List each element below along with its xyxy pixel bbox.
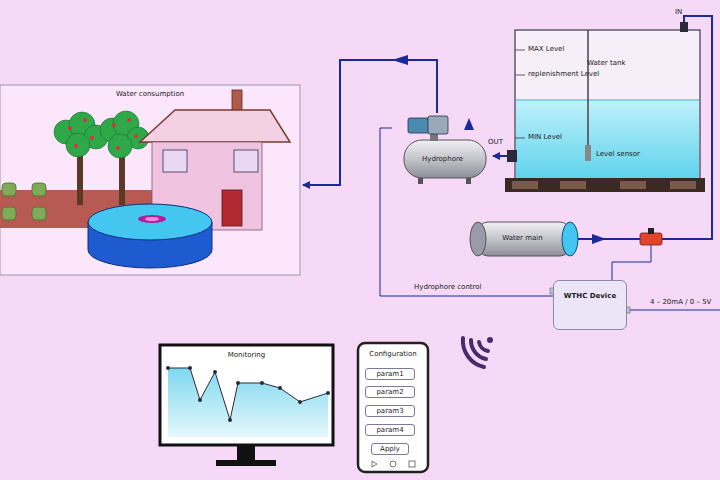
inlet-fitting — [680, 22, 688, 32]
signal-label: 4 – 20mA / 0 – 5V — [650, 298, 711, 306]
pool — [88, 204, 212, 268]
level-label: MAX Level — [528, 45, 564, 53]
chart-line — [168, 368, 328, 420]
pallet — [505, 178, 705, 192]
node-text: Water tank — [587, 59, 625, 67]
outlet-label: OUT — [488, 138, 503, 146]
node-text: WTHC Device — [554, 281, 626, 300]
param-button: param1 — [365, 368, 415, 380]
param-button: param4 — [365, 424, 415, 436]
valve — [640, 233, 662, 245]
trees — [54, 111, 149, 205]
tank-body — [515, 30, 700, 180]
node-text: Configuration — [355, 343, 431, 358]
node-text: param3 — [366, 406, 414, 415]
node-text: param1 — [366, 369, 414, 378]
pallet-blocks — [512, 181, 696, 189]
node-text: Water consumption — [0, 85, 303, 98]
phone: Configuration param1 param2 param3 param4App… — [355, 343, 431, 472]
device-box: WTHC Device — [553, 280, 627, 330]
monitor-base — [216, 460, 276, 466]
wifi-symbol — [463, 337, 493, 367]
chart-dots — [166, 366, 330, 422]
param-button: param3 — [365, 405, 415, 417]
node-text: param2 — [366, 387, 414, 396]
outlet-fitting — [507, 150, 517, 162]
phone-nav — [372, 461, 415, 467]
monitor: Monitoring — [157, 345, 336, 445]
valve-wire — [612, 245, 651, 280]
sensor-label: Level sensor — [596, 150, 640, 158]
level-label: MIN Level — [528, 133, 562, 141]
phone-body — [358, 343, 428, 472]
tank-water — [516, 100, 699, 179]
node-text: Monitoring — [157, 345, 336, 359]
bushes — [2, 183, 46, 220]
signal-wire — [625, 310, 720, 311]
node-text: Water main — [467, 222, 578, 242]
hydrophore: Hydrophore — [392, 113, 493, 183]
water-surface — [516, 100, 699, 101]
level-label: replenishment Level — [528, 70, 599, 78]
pipe: Water main — [467, 222, 578, 256]
probe-tip — [585, 145, 591, 161]
node-text: Apply — [372, 444, 408, 453]
panel — [0, 85, 300, 275]
panel-region: Water consumption — [0, 85, 303, 275]
monitor-screen — [160, 345, 333, 445]
monitor-neck — [237, 446, 255, 460]
node-text: Hydrophore — [392, 113, 493, 163]
pump — [408, 116, 448, 134]
inlet-label: IN — [675, 8, 682, 16]
param-button: param2 — [365, 386, 415, 398]
level-ticks — [515, 50, 525, 138]
chart-area — [168, 368, 328, 437]
level-probe — [587, 30, 589, 160]
edge-label: Hydrophore control — [412, 283, 484, 291]
flow-arrows — [392, 55, 606, 244]
apply-button: Apply — [371, 443, 409, 455]
node-text: param4 — [366, 425, 414, 434]
